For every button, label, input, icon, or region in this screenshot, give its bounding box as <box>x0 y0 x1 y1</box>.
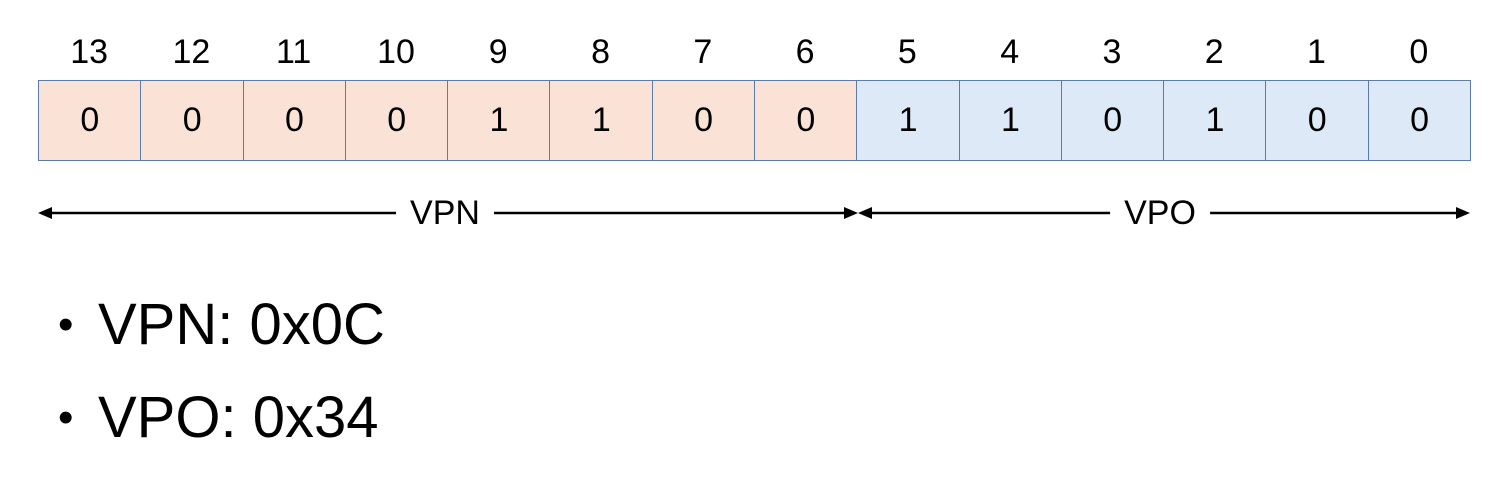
bit-index-5: 5 <box>897 33 917 71</box>
bit-index-9: 9 <box>488 33 508 71</box>
bit-cell-11: 0 <box>242 80 347 161</box>
bit-index-13: 13 <box>70 33 109 71</box>
bit-cell-0: 0 <box>1367 80 1472 161</box>
bit-cell-4: 1 <box>958 80 1063 161</box>
bullet-icon: • <box>58 300 74 349</box>
bit-cell-1: 0 <box>1265 80 1370 161</box>
bullet-icon: • <box>58 393 74 442</box>
bit-cell-2: 1 <box>1163 80 1267 161</box>
bit-index-4: 4 <box>1000 33 1020 71</box>
list-item: • VPN: 0x0C <box>58 290 385 360</box>
bit-index-11: 11 <box>276 33 312 71</box>
vpn-result-text: VPN: 0x0C <box>98 292 385 357</box>
bit-cell-6: 0 <box>753 80 858 161</box>
bit-index-0: 0 <box>1409 33 1429 71</box>
list-item: • VPO: 0x34 <box>58 383 385 453</box>
bit-cell-10: 0 <box>344 80 449 161</box>
vpn-field-label: VPN <box>396 190 494 236</box>
bit-cell-9: 1 <box>447 80 551 161</box>
bit-cell-7: 0 <box>651 80 756 161</box>
bit-index-2: 2 <box>1204 33 1224 71</box>
bit-index-row: 13 12 11 10 9 8 7 6 5 4 3 2 1 0 <box>38 30 1470 74</box>
bit-cell-13: 0 <box>38 80 142 161</box>
result-list: • VPN: 0x0C • VPO: 0x34 <box>58 290 385 476</box>
bit-index-10: 10 <box>377 33 415 71</box>
field-arrows <box>38 207 1470 219</box>
bit-cell-5: 1 <box>856 80 961 161</box>
bit-index-12: 12 <box>172 33 211 71</box>
bit-index-1: 1 <box>1307 33 1326 71</box>
vpo-field-label: VPO <box>1110 190 1210 236</box>
bit-index-7: 7 <box>693 33 713 71</box>
bit-index-8: 8 <box>591 33 610 71</box>
bit-cell-3: 0 <box>1060 80 1165 161</box>
bit-index-6: 6 <box>795 33 815 71</box>
vpo-result-text: VPO: 0x34 <box>98 385 379 450</box>
bit-cell-12: 0 <box>140 80 245 161</box>
address-bit-row: 0 0 0 0 1 1 0 0 1 1 0 1 0 0 <box>38 80 1472 161</box>
bit-cell-8: 1 <box>549 80 654 161</box>
bit-index-3: 3 <box>1102 33 1122 71</box>
